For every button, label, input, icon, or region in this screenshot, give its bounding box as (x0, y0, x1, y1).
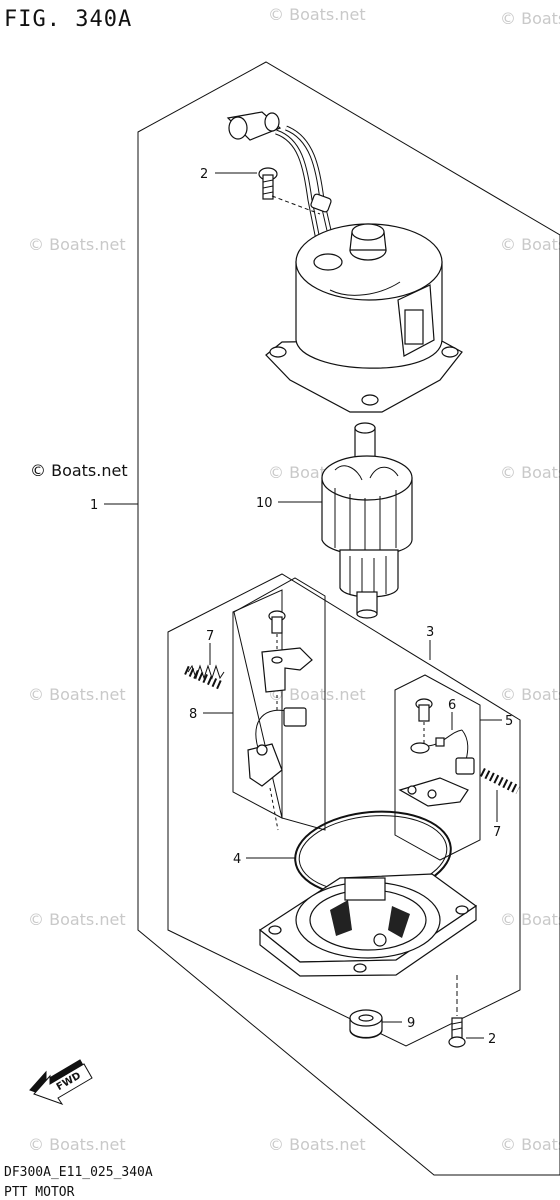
seal-9 (349, 1009, 383, 1039)
watermark: © Boats.net (268, 1135, 366, 1154)
watermark-dark: © Boats.net (30, 461, 128, 480)
watermark: © Boats.net (28, 235, 126, 254)
watermark: © Boats.net (500, 235, 560, 254)
subassembly-5-box (394, 674, 481, 861)
end-cap (258, 873, 478, 977)
callouts: 2 1 10 3 7 8 6 5 7 4 9 2 (90, 167, 513, 1047)
callout-10: 10 (256, 496, 273, 511)
brush-holder-8 (247, 610, 313, 831)
callout-4: 4 (233, 852, 241, 867)
diagram-name: PTT MOTOR (4, 1185, 75, 1200)
watermarks: © Boats.net © Boats.net © Boats.net © Bo… (28, 5, 560, 1154)
callout-9: 9 (407, 1016, 415, 1031)
watermark: © Boats.net (28, 685, 126, 704)
armature (321, 422, 413, 619)
callout-3: 3 (426, 625, 434, 640)
callout-7-right: 7 (493, 825, 501, 840)
callout-7-left: 7 (206, 629, 214, 644)
leader-lines (104, 172, 502, 1039)
watermark: © Boats.net (500, 685, 560, 704)
assembly-outline-3 (167, 573, 521, 1047)
cable-connector (226, 111, 282, 141)
callout-2-top: 2 (200, 167, 208, 182)
callout-5: 5 (505, 714, 513, 729)
watermark: © Boats.net (28, 1135, 126, 1154)
watermark: © Boats.net (268, 5, 366, 24)
watermark: © Boats.net (500, 463, 560, 482)
callout-1: 1 (90, 498, 98, 513)
watermark: © Boats.net (500, 9, 560, 28)
motor-housing (226, 111, 463, 413)
assembly-outline-1 (137, 61, 560, 1176)
spring-7-left (184, 664, 225, 691)
spring-7-right (479, 767, 521, 795)
subassembly-8-box-side (233, 577, 326, 831)
watermark: © Boats.net (268, 685, 366, 704)
watermark: © Boats.net (500, 910, 560, 929)
callout-8: 8 (189, 707, 197, 722)
watermark: © Boats.net (28, 910, 126, 929)
callout-6: 6 (448, 698, 456, 713)
figure-title: FIG. 340A (4, 7, 132, 32)
screw-2-top (258, 167, 321, 215)
brush-holder-5 (398, 698, 475, 807)
callout-2-bottom: 2 (488, 1032, 496, 1047)
screw-2-bottom (448, 975, 466, 1048)
fwd-arrow-icon: FWD (29, 1059, 93, 1105)
watermark: © Boats.net (500, 1135, 560, 1154)
diagram-code: DF300A_E11_025_340A (4, 1165, 153, 1180)
